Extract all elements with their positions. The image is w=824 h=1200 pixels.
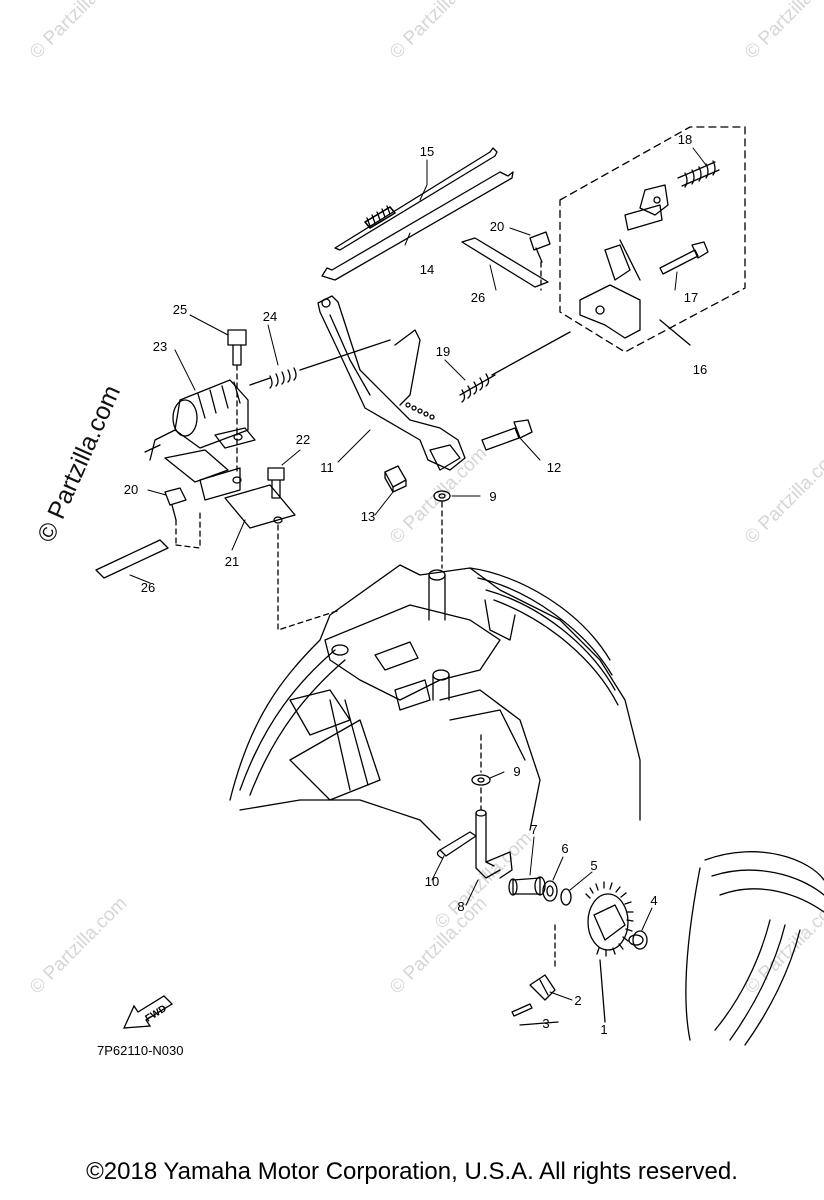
bolt-12 bbox=[481, 419, 533, 451]
washer-9-upper bbox=[433, 490, 451, 569]
callout-25: 25 bbox=[173, 302, 187, 317]
callout-20: 20 bbox=[490, 219, 504, 234]
plate-26-left bbox=[95, 539, 169, 579]
nut-13 bbox=[384, 465, 407, 493]
callout-22: 22 bbox=[296, 432, 310, 447]
bracket-upper bbox=[624, 184, 669, 231]
bracket-16 bbox=[579, 239, 641, 339]
ring-5 bbox=[560, 888, 572, 906]
leader-lines bbox=[129, 147, 707, 1001]
spring-24 bbox=[249, 339, 391, 389]
bolt-22 bbox=[267, 467, 285, 499]
callout-9: 9 bbox=[489, 489, 496, 504]
callout-16: 16 bbox=[693, 362, 707, 377]
crankcase-right bbox=[685, 851, 824, 1046]
shaft-8 bbox=[475, 809, 513, 879]
spring-19 bbox=[459, 331, 571, 403]
callout-8: 8 bbox=[457, 899, 464, 914]
clip-10 bbox=[436, 831, 477, 859]
callout-numbers: 15 14 18 20 17 26 16 25 24 23 19 11 12 1… bbox=[124, 132, 707, 1037]
callout-19: 19 bbox=[436, 344, 450, 359]
engine-housing bbox=[229, 564, 641, 841]
solenoid-23 bbox=[144, 379, 256, 461]
callout-23: 23 bbox=[153, 339, 167, 354]
plate-26-right bbox=[461, 237, 549, 288]
callout-4: 4 bbox=[650, 893, 657, 908]
callout-26: 26 bbox=[141, 580, 155, 595]
bolt-25 bbox=[227, 329, 247, 431]
bracket-21 bbox=[164, 429, 296, 529]
washer-6 bbox=[542, 880, 558, 902]
bushing-7 bbox=[508, 876, 546, 896]
ring-4 bbox=[632, 930, 648, 950]
callout-3: 3 bbox=[542, 1016, 549, 1031]
callout-1: 1 bbox=[600, 1022, 607, 1037]
link-rods bbox=[321, 147, 514, 281]
leader-line bbox=[659, 319, 691, 346]
pin-3 bbox=[511, 1003, 533, 1017]
forward-arrow-icon: FWD bbox=[122, 995, 174, 1029]
callout-12: 12 bbox=[547, 460, 561, 475]
callout-7: 7 bbox=[530, 822, 537, 837]
callout-2: 2 bbox=[574, 993, 581, 1008]
callout-20: 20 bbox=[124, 482, 138, 497]
callout-17: 17 bbox=[684, 290, 698, 305]
callout-9: 9 bbox=[513, 764, 520, 779]
lever-11 bbox=[317, 295, 466, 471]
clip-2 bbox=[529, 974, 556, 1001]
governor-gear-1 bbox=[585, 881, 644, 957]
callout-26: 26 bbox=[471, 290, 485, 305]
spring-18 bbox=[677, 160, 720, 188]
bolt-20-left bbox=[164, 487, 187, 546]
callout-18: 18 bbox=[678, 132, 692, 147]
copyright-footer: ©2018 Yamaha Motor Corporation, U.S.A. A… bbox=[86, 1158, 738, 1185]
callout-13: 13 bbox=[361, 509, 375, 524]
bolt-17 bbox=[659, 241, 709, 275]
washer-9-lower bbox=[471, 734, 491, 811]
callout-6: 6 bbox=[561, 841, 568, 856]
callout-21: 21 bbox=[225, 554, 239, 569]
callout-5: 5 bbox=[590, 858, 597, 873]
leader-line bbox=[519, 959, 606, 1026]
callout-14: 14 bbox=[420, 262, 434, 277]
callout-11: 11 bbox=[320, 460, 334, 475]
callout-10: 10 bbox=[425, 874, 439, 889]
assembly-group-box bbox=[559, 126, 746, 353]
diagram-code: 7P62110-N030 bbox=[97, 1043, 184, 1058]
callout-15: 15 bbox=[420, 144, 434, 159]
callout-24: 24 bbox=[263, 309, 277, 324]
